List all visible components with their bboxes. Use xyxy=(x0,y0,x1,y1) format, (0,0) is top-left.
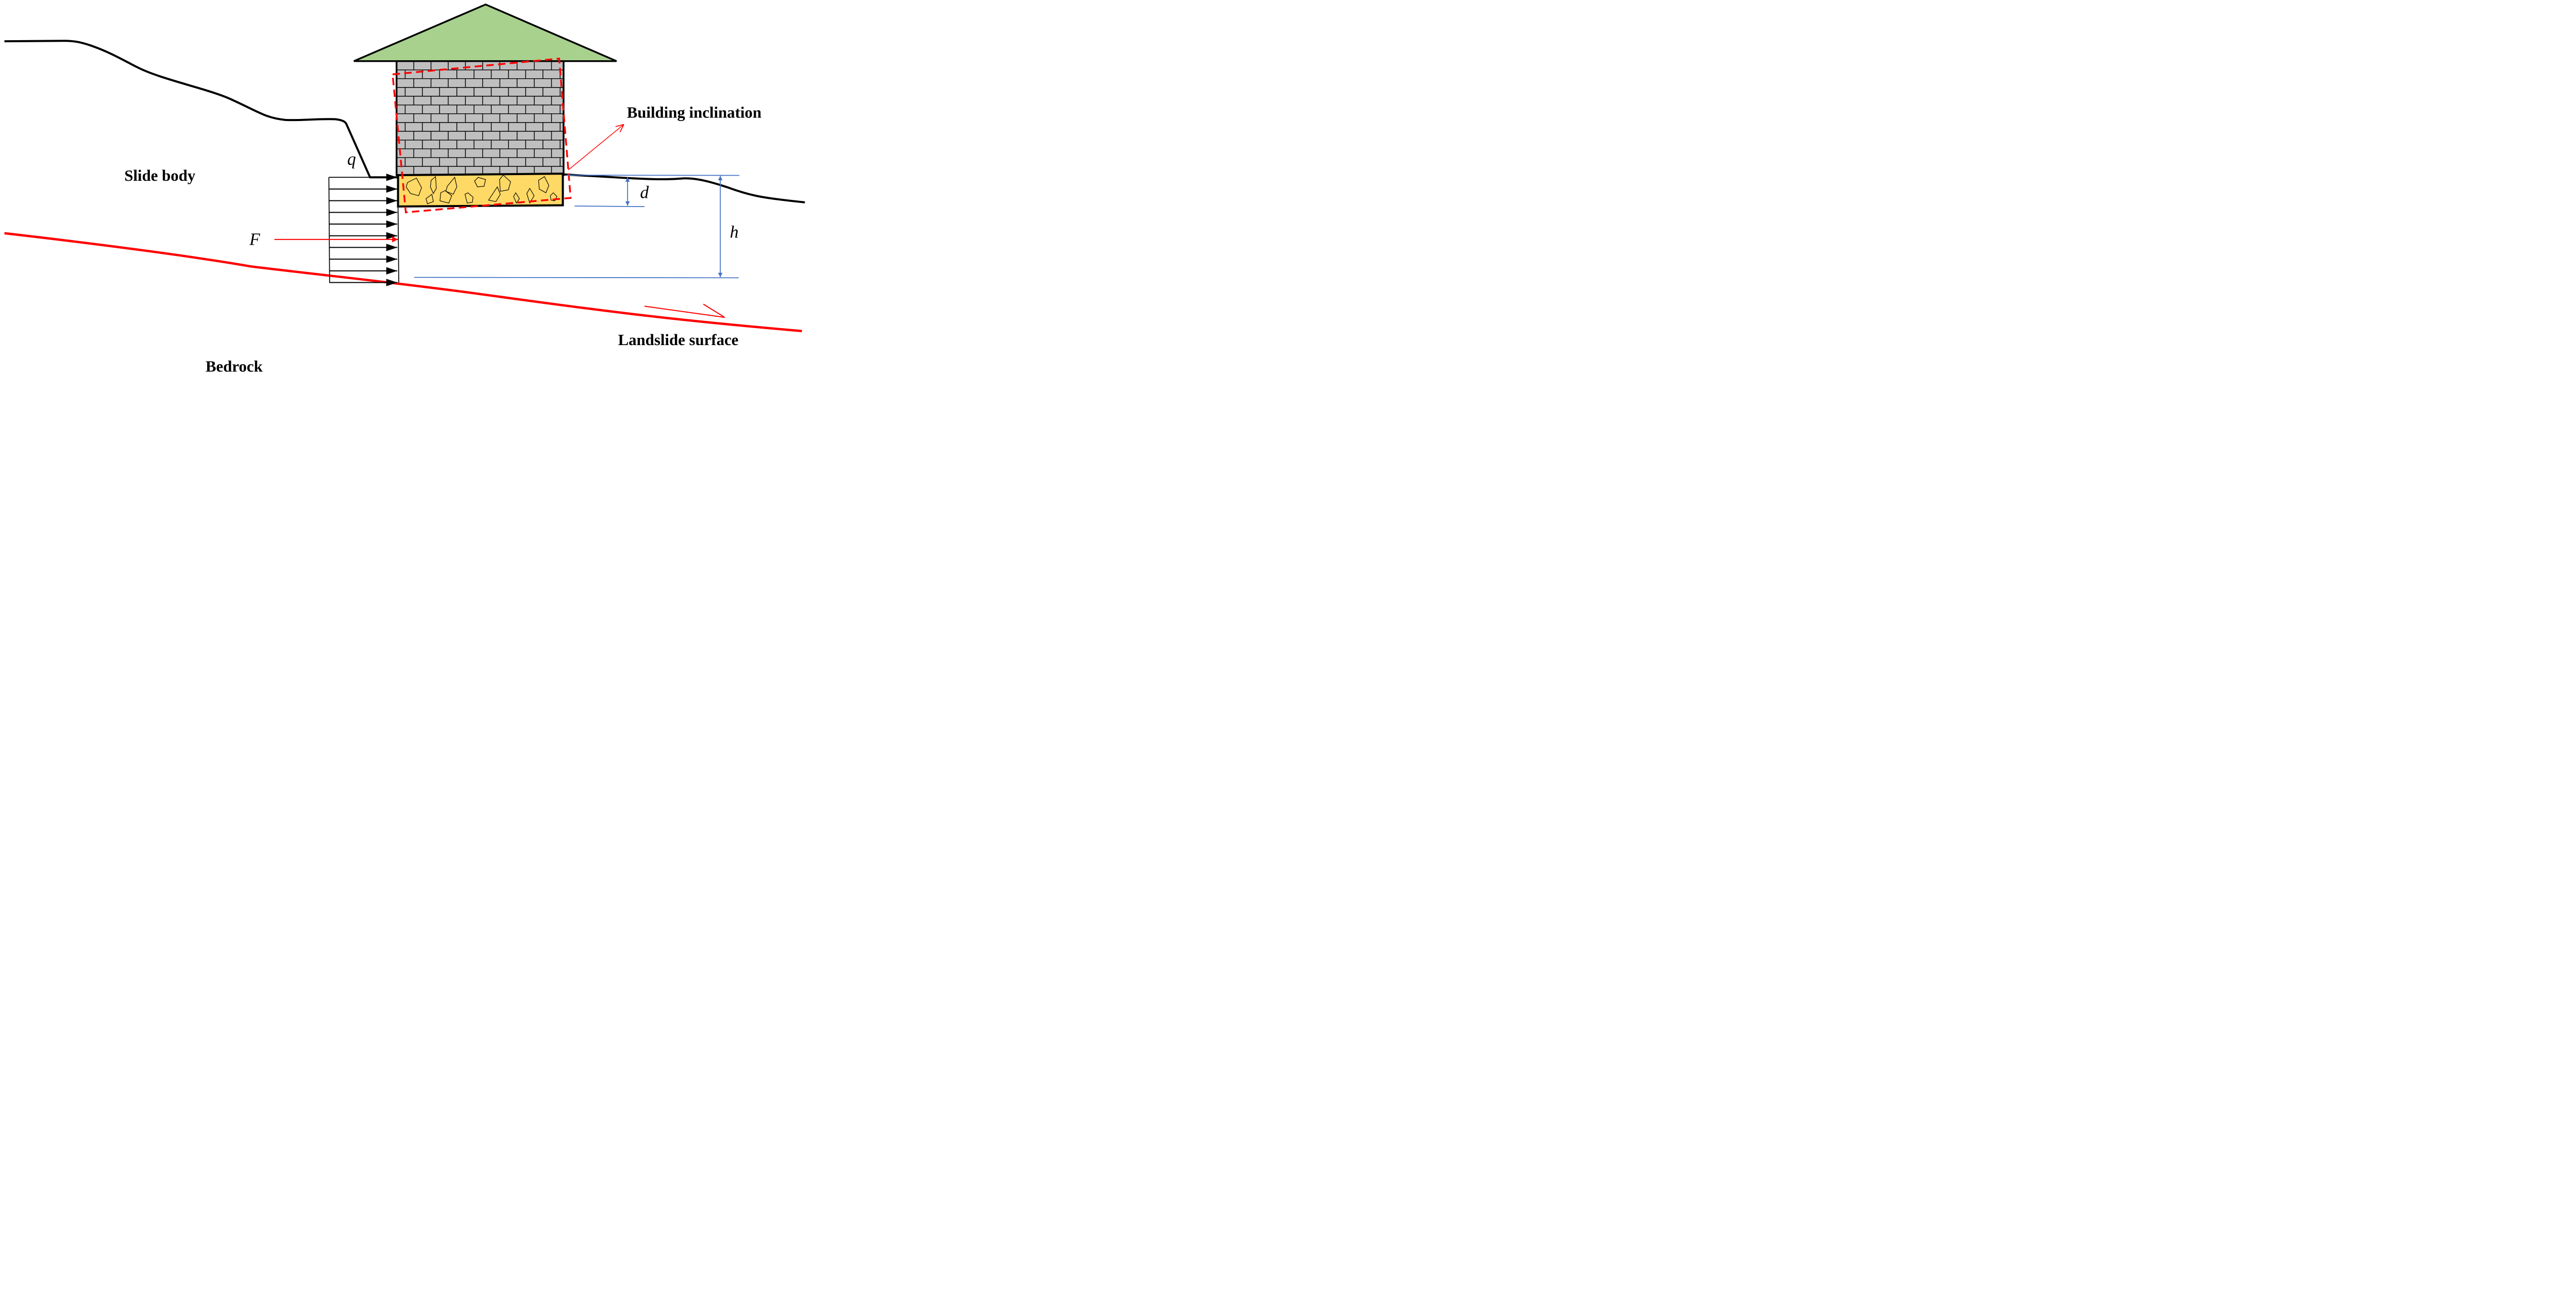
label-landslide-surface: Landslide surface xyxy=(618,331,739,349)
stone xyxy=(426,194,434,204)
inclination-outline xyxy=(392,57,572,214)
dim-d-bottom-ref xyxy=(574,206,645,207)
label-building-inclination: Building inclination xyxy=(627,104,761,122)
foundation-block xyxy=(397,173,564,208)
label-h: h xyxy=(730,223,739,242)
load-arrow-head xyxy=(386,267,398,275)
dim-top-ref xyxy=(566,175,740,176)
label-q: q xyxy=(347,150,356,169)
roof xyxy=(353,3,617,62)
stone xyxy=(526,187,535,204)
stone xyxy=(538,176,549,194)
landslide-building-diagram: Slide body Bedrock Building inclination … xyxy=(4,3,805,375)
sliding-direction-arrow xyxy=(644,303,725,318)
stone xyxy=(488,186,501,202)
wall-body xyxy=(396,60,565,176)
load-arrow-head xyxy=(386,185,398,193)
landslide-surface-line xyxy=(4,232,802,333)
ground-surface-left xyxy=(4,40,398,179)
stone xyxy=(439,190,452,203)
label-bedrock: Bedrock xyxy=(206,357,263,375)
label-f: F xyxy=(249,230,260,249)
load-arrow-head xyxy=(386,255,398,263)
load-arrow-head xyxy=(386,232,398,240)
pile-face xyxy=(397,206,399,283)
foundation xyxy=(397,173,564,208)
inclination-pointer xyxy=(568,124,624,170)
brick-wall xyxy=(396,60,565,176)
load-diagram xyxy=(328,174,398,286)
load-arrow-head xyxy=(386,209,398,216)
dimension-lines xyxy=(414,175,740,279)
stone xyxy=(405,177,422,196)
foundation-stones xyxy=(405,175,557,204)
load-arrow-head xyxy=(386,174,398,181)
load-arrow-head xyxy=(386,197,398,204)
load-arrow-head xyxy=(386,220,398,228)
stone xyxy=(430,176,437,194)
ground-surface-right xyxy=(563,173,805,203)
label-slide-body: Slide body xyxy=(124,167,196,184)
load-arrow-head xyxy=(386,279,398,286)
load-arrow-head xyxy=(386,244,398,251)
stone xyxy=(499,175,511,192)
stone xyxy=(445,177,457,195)
stone xyxy=(464,192,473,203)
label-d: d xyxy=(640,183,649,202)
stone xyxy=(513,192,520,204)
stone xyxy=(474,177,486,187)
